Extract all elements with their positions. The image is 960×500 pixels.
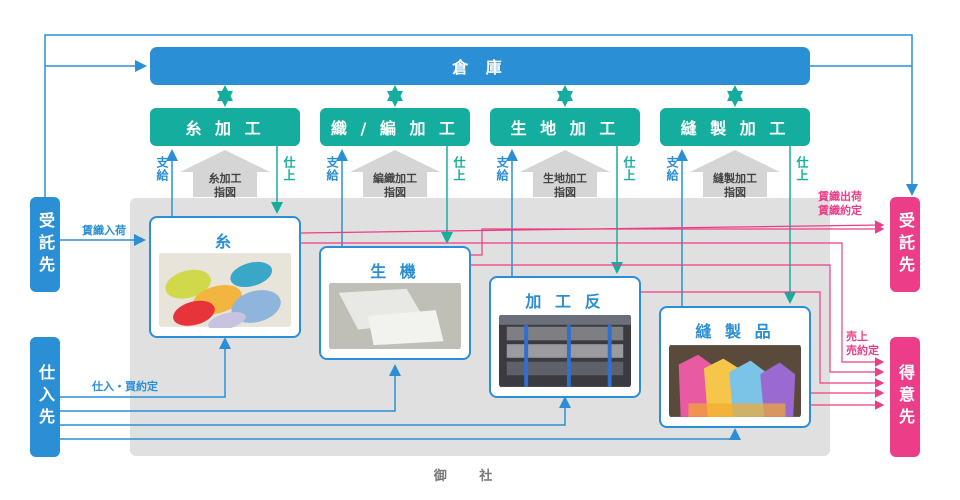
greige-photo (329, 282, 461, 350)
right-consignor-box: 受託先 (890, 197, 920, 292)
supply-label-3: 支給 (495, 156, 509, 182)
supply-label-1: 支給 (155, 156, 169, 182)
finish-label-3: 仕上 (622, 156, 636, 182)
clothes-photo (669, 344, 801, 418)
supplier-box: 仕入先 (30, 337, 60, 457)
item-card-processed-fabric: 加 工 反 (489, 276, 641, 398)
instruction-weaving: 編織加工 指図 (373, 172, 417, 199)
item-card-sewn-goods: 縫 製 品 (659, 306, 811, 428)
process-weaving: 織 / 編 加 工 (320, 108, 470, 146)
item-title-greige: 生 機 (370, 262, 420, 281)
item-title-processed-fabric: 加 工 反 (525, 292, 605, 311)
sales-label-1: 売上 (846, 330, 868, 343)
item-title-sewn-goods: 縫 製 品 (695, 322, 775, 341)
finish-label-1: 仕上 (282, 156, 296, 182)
instruction-yarn: 糸加工 指図 (208, 172, 242, 199)
yarn-photo (159, 252, 291, 328)
process-yarn: 糸 加 工 (150, 108, 300, 146)
purchase-label: 仕入・買約定 (92, 380, 158, 393)
company-label: 御 社 (433, 469, 507, 484)
consign-out-label-1: 賃織出荷 (818, 190, 862, 203)
instruction-arrows (180, 150, 780, 197)
item-card-greige: 生 機 (319, 246, 471, 360)
instruction-sewing: 縫製加工 指図 (713, 172, 757, 199)
finish-label-2: 仕上 (452, 156, 466, 182)
sales-label-2: 売約定 (846, 344, 879, 357)
customer-box: 得意先 (890, 337, 920, 457)
finish-label-4: 仕上 (795, 156, 809, 182)
warehouse-bar: 倉 庫 (150, 47, 810, 85)
item-card-yarn: 糸 (149, 216, 301, 338)
supply-label-2: 支給 (325, 156, 339, 182)
instruction-fabric: 生地加工 指図 (543, 172, 587, 199)
process-sewing: 縫 製 加 工 (660, 108, 810, 146)
fabric-rolls-photo (499, 314, 631, 388)
consign-in-label: 賃織入荷 (82, 224, 126, 237)
process-fabric: 生 地 加 工 (490, 108, 640, 146)
left-consignor-box: 受託先 (30, 197, 60, 292)
item-title-yarn: 糸 (214, 232, 235, 251)
consign-out-label-2: 賃織約定 (818, 204, 862, 217)
supply-label-4: 支給 (665, 156, 679, 182)
